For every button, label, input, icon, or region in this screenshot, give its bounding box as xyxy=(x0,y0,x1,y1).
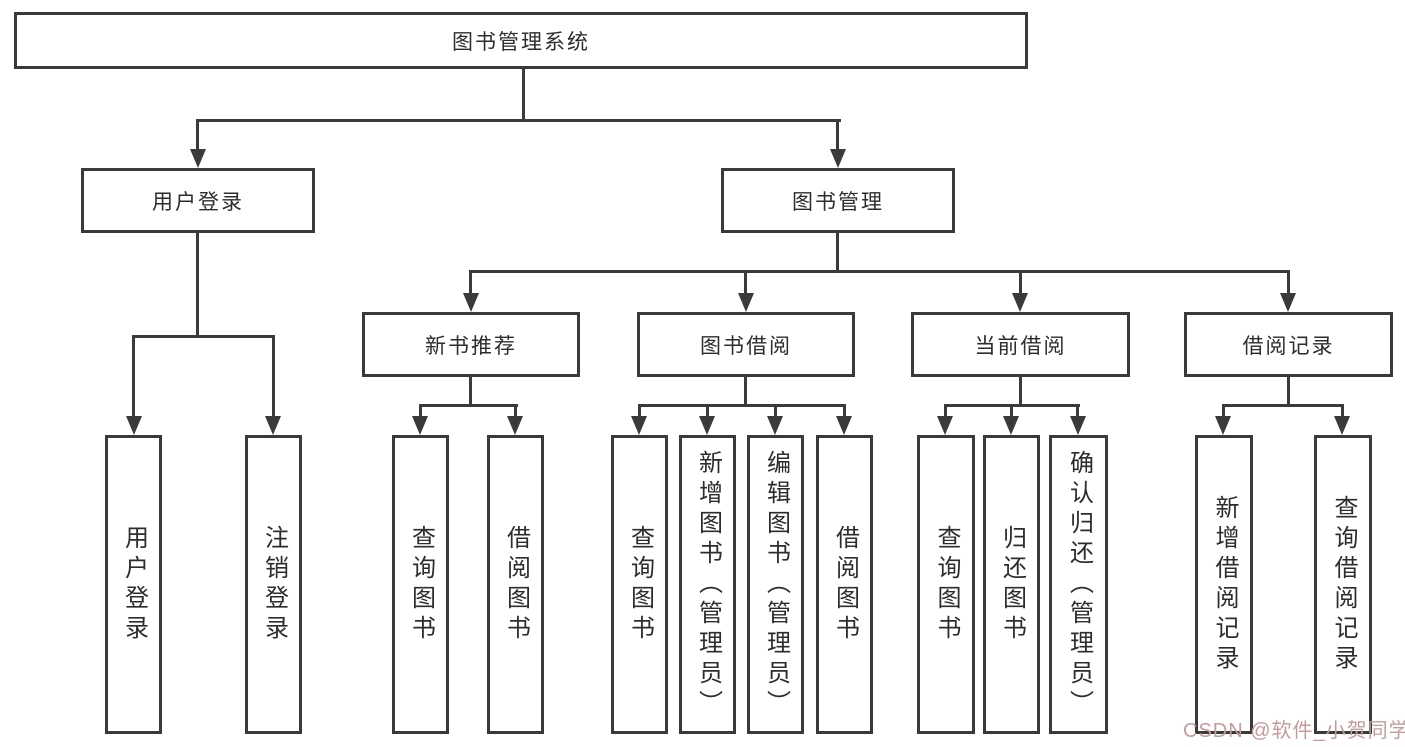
arrow-down-icon xyxy=(738,293,754,312)
leaf-query-books-2-label: 查询图书 xyxy=(626,524,654,645)
leaf-query-borrow-record: 查询借阅记录 xyxy=(1314,435,1372,734)
connector-line xyxy=(197,119,841,122)
leaf-return-books: 归还图书 xyxy=(983,435,1040,734)
leaf-borrow-books-1: 借阅图书 xyxy=(487,435,544,734)
connector-line xyxy=(836,233,839,273)
connector-line xyxy=(1341,404,1344,418)
connector-line xyxy=(469,270,1290,273)
connector-line xyxy=(419,404,518,407)
leaf-logout-label: 注销登录 xyxy=(260,524,288,645)
node-root: 图书管理系统 xyxy=(14,12,1028,69)
node-user-login-label: 用户登录 xyxy=(152,190,244,214)
leaf-confirm-return-admin: 确认归还（管理员） xyxy=(1049,435,1108,734)
leaf-query-borrow-record-label: 查询借阅记录 xyxy=(1330,494,1357,675)
arrow-down-icon xyxy=(631,416,647,435)
leaf-query-books-1: 查询图书 xyxy=(392,435,449,734)
arrow-down-icon xyxy=(1334,416,1350,435)
arrow-down-icon xyxy=(1215,416,1231,435)
connector-line xyxy=(638,404,641,418)
connector-line xyxy=(843,404,846,418)
connector-line xyxy=(132,335,275,338)
leaf-query-books-1-label: 查询图书 xyxy=(407,524,435,645)
connector-line xyxy=(836,119,839,152)
arrow-down-icon xyxy=(463,293,479,312)
leaf-user-login-label: 用户登录 xyxy=(120,524,148,645)
leaf-user-login: 用户登录 xyxy=(105,435,162,734)
connector-line xyxy=(522,68,525,121)
arrow-down-icon xyxy=(1003,416,1019,435)
arrow-down-icon xyxy=(126,416,142,435)
connector-line xyxy=(1222,404,1225,418)
arrow-down-icon xyxy=(830,149,846,168)
node-borrow-records: 借阅记录 xyxy=(1184,312,1393,377)
connector-line xyxy=(1222,404,1344,407)
connector-line xyxy=(196,119,199,152)
arrow-down-icon xyxy=(699,416,715,435)
arrow-down-icon xyxy=(1012,293,1028,312)
node-new-book-recommend-label: 新书推荐 xyxy=(425,334,517,358)
leaf-query-books-3: 查询图书 xyxy=(917,435,975,734)
connector-line xyxy=(944,404,947,418)
arrow-down-icon xyxy=(265,416,281,435)
leaf-edit-book-admin-label: 编辑图书（管理员） xyxy=(762,449,790,720)
arrow-down-icon xyxy=(190,149,206,168)
node-book-management-label: 图书管理 xyxy=(792,190,884,214)
leaf-logout: 注销登录 xyxy=(245,435,302,734)
connector-line xyxy=(1019,377,1022,406)
connector-line xyxy=(1076,404,1079,418)
connector-line xyxy=(744,377,747,406)
leaf-borrow-books-1-label: 借阅图书 xyxy=(502,524,530,645)
leaf-confirm-return-admin-label: 确认归还（管理员） xyxy=(1065,449,1093,720)
connector-line xyxy=(1287,270,1290,295)
connector-line xyxy=(469,377,472,406)
node-book-borrow-label: 图书借阅 xyxy=(700,334,792,358)
leaf-query-books-2: 查询图书 xyxy=(611,435,668,734)
connector-line xyxy=(638,404,846,407)
node-borrow-records-label: 借阅记录 xyxy=(1242,334,1335,358)
watermark: CSDN @软件_小贺同学 xyxy=(1183,720,1405,742)
leaf-add-borrow-record-label: 新增借阅记录 xyxy=(1211,494,1238,675)
arrow-down-icon xyxy=(836,416,852,435)
node-user-login: 用户登录 xyxy=(81,168,315,233)
arrow-down-icon xyxy=(767,416,783,435)
arrow-down-icon xyxy=(412,416,428,435)
connector-line xyxy=(514,404,517,418)
node-book-management: 图书管理 xyxy=(721,168,955,233)
leaf-add-borrow-record: 新增借阅记录 xyxy=(1195,435,1253,734)
connector-line xyxy=(272,335,275,418)
leaf-edit-book-admin: 编辑图书（管理员） xyxy=(747,435,804,734)
leaf-add-book-admin-label: 新增图书（管理员） xyxy=(694,449,722,720)
arrow-down-icon xyxy=(1070,416,1086,435)
arrow-down-icon xyxy=(1280,293,1296,312)
connector-line xyxy=(774,404,777,418)
connector-line xyxy=(744,270,747,295)
leaf-return-books-label: 归还图书 xyxy=(998,524,1026,645)
connector-line xyxy=(1287,377,1290,406)
connector-line xyxy=(132,335,135,418)
leaf-borrow-books-2: 借阅图书 xyxy=(816,435,873,734)
connector-line xyxy=(196,233,199,337)
leaf-query-books-3-label: 查询图书 xyxy=(933,524,960,645)
arrow-down-icon xyxy=(937,416,953,435)
node-current-borrow-label: 当前借阅 xyxy=(974,334,1067,358)
connector-line xyxy=(706,404,709,418)
node-root-label: 图书管理系统 xyxy=(452,30,590,54)
arrow-down-icon xyxy=(507,416,523,435)
connector-line xyxy=(1010,404,1013,418)
leaf-add-book-admin: 新增图书（管理员） xyxy=(679,435,736,734)
node-book-borrow: 图书借阅 xyxy=(637,312,855,377)
connector-line xyxy=(469,270,472,295)
connector-line xyxy=(1019,270,1022,295)
node-new-book-recommend: 新书推荐 xyxy=(362,312,580,377)
leaf-borrow-books-2-label: 借阅图书 xyxy=(831,524,859,645)
node-current-borrow: 当前借阅 xyxy=(911,312,1130,377)
connector-line xyxy=(419,404,422,418)
